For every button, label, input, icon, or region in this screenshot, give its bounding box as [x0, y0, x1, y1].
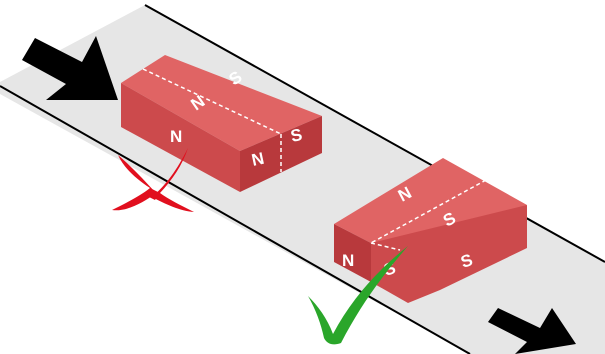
magnet-wrong-front-label: N	[170, 127, 182, 146]
exit-arrow-icon	[488, 308, 576, 354]
magnet-wrong-side	[240, 116, 322, 192]
magnet-wrong-top-divider	[142, 68, 282, 135]
magnet-right-front	[371, 205, 527, 303]
belt-bottom-edge	[0, 85, 471, 354]
magnet-right-top-divider	[370, 179, 487, 244]
feed-arrow-icon	[22, 36, 118, 100]
magnet-right-front-left-label: S	[381, 258, 398, 280]
cross-icon	[112, 148, 194, 212]
magnet-right-front-right-label: S	[458, 250, 475, 272]
magnet-right-side-label: N	[342, 251, 354, 270]
magnet-right-side	[334, 224, 371, 282]
magnet-wrong-side-left-label: N	[250, 149, 266, 170]
belt-top-edge	[144, 4, 605, 263]
magnet-wrong-side-right-label: S	[289, 125, 304, 146]
magnet-wrong: N S N N S	[121, 55, 322, 192]
magnet-wrong-top	[121, 55, 322, 151]
magnet-right-front-divider	[370, 242, 401, 251]
magnet-right: N S N S S	[334, 158, 527, 303]
checkmark-icon	[308, 246, 408, 345]
magnet-wrong-front	[121, 83, 240, 192]
